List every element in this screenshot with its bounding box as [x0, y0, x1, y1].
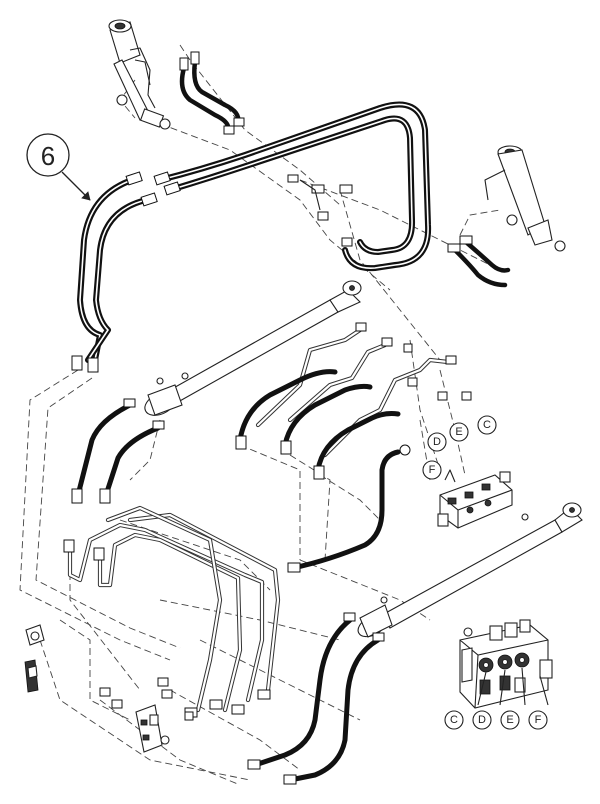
middle-cylinder [144, 280, 362, 416]
svg-text:F: F [535, 714, 542, 726]
upper-right-cylinder-hoses [447, 235, 511, 288]
middle-hoses [235, 369, 401, 480]
callout-6: 6 [26, 133, 91, 201]
callout-c-inset: C [444, 710, 464, 730]
control-valve-block [437, 469, 513, 529]
main-loop-hose [71, 101, 432, 373]
upper-rigid-pipes [255, 322, 472, 458]
svg-text:D: D [433, 436, 441, 448]
callout-f-inset: F [528, 710, 548, 730]
inset-valve-detail [459, 619, 553, 709]
middle-cylinder-hoses [71, 398, 165, 504]
svg-text:D: D [478, 714, 486, 726]
lower-cylinder [357, 502, 583, 638]
upper-left-cylinder-hoses [179, 51, 245, 135]
svg-text:E: E [455, 426, 462, 438]
upper-right-cylinder [484, 145, 566, 252]
lower-left-valve [99, 677, 194, 753]
inset-valve-callouts: C D E F [444, 710, 548, 730]
callout-e-inset: E [500, 710, 520, 730]
svg-text:C: C [483, 419, 491, 431]
svg-text:F: F [429, 464, 436, 476]
upper-center-fittings [287, 174, 353, 247]
valve-feed-hose [287, 444, 411, 573]
svg-text:C: C [450, 714, 458, 726]
callout-c-upper: C [477, 415, 497, 435]
far-left-fittings [24, 624, 45, 693]
callout-d-upper: D [427, 432, 447, 452]
svg-text:6: 6 [41, 141, 55, 171]
callout-e-upper: E [449, 422, 469, 442]
svg-text:E: E [506, 714, 513, 726]
lower-cylinder-hoses [247, 612, 385, 785]
upper-left-cylinder [108, 19, 171, 130]
upper-valve-callouts: D E C F [422, 415, 497, 480]
callout-d-inset: D [472, 710, 492, 730]
lower-rigid-pipe-bundle [63, 505, 281, 718]
callout-f-upper: F [422, 460, 442, 480]
